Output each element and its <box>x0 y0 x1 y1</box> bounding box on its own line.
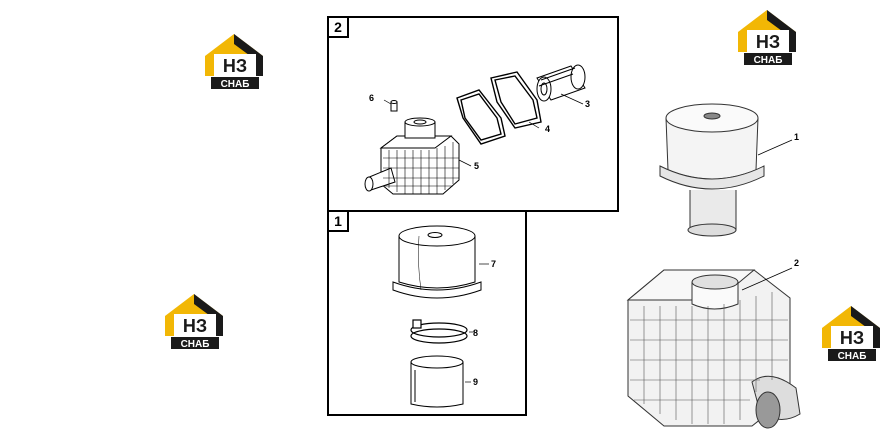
callout-8: 8 <box>473 328 479 338</box>
svg-text:НЗ: НЗ <box>183 316 207 336</box>
air-filter-assembly-exploded-drawing <box>364 64 586 195</box>
logo-bottom-right: НЗ СНАБ <box>818 302 884 362</box>
logo-top-right: НЗ СНАБ <box>734 6 800 66</box>
callout-9: 9 <box>473 377 479 387</box>
svg-text:НЗ: НЗ <box>223 56 247 76</box>
callout-6: 6 <box>369 93 375 103</box>
callout-3: 3 <box>585 99 591 109</box>
logo-mid-left: НЗ СНАБ <box>161 290 227 350</box>
callout-2: 2 <box>794 258 800 268</box>
callout-5: 5 <box>474 161 480 171</box>
callout-4: 4 <box>545 124 551 134</box>
callout-1: 1 <box>794 132 800 142</box>
svg-text:СНАБ: СНАБ <box>838 351 867 362</box>
svg-text:НЗ: НЗ <box>840 328 864 348</box>
panel-number: 2 <box>329 18 349 38</box>
svg-text:СНАБ: СНАБ <box>221 79 250 90</box>
house-logo-icon: НЗ СНАБ <box>165 294 223 350</box>
house-logo-icon: НЗ СНАБ <box>738 10 796 66</box>
house-logo-icon: НЗ СНАБ <box>205 34 263 90</box>
svg-text:НЗ: НЗ <box>756 32 780 52</box>
diagram-panel-1: 1 7 8 9 <box>327 210 527 416</box>
diagram-panel-2: 2 <box>327 16 619 212</box>
panel-number: 1 <box>329 212 349 232</box>
precleaner-parts-drawing <box>392 225 489 408</box>
house-logo-icon: НЗ СНАБ <box>822 306 880 362</box>
svg-text:СНАБ: СНАБ <box>754 55 783 66</box>
logo-top-left: НЗ СНАБ <box>201 30 267 90</box>
callout-7: 7 <box>491 259 497 269</box>
svg-text:СНАБ: СНАБ <box>181 339 210 350</box>
